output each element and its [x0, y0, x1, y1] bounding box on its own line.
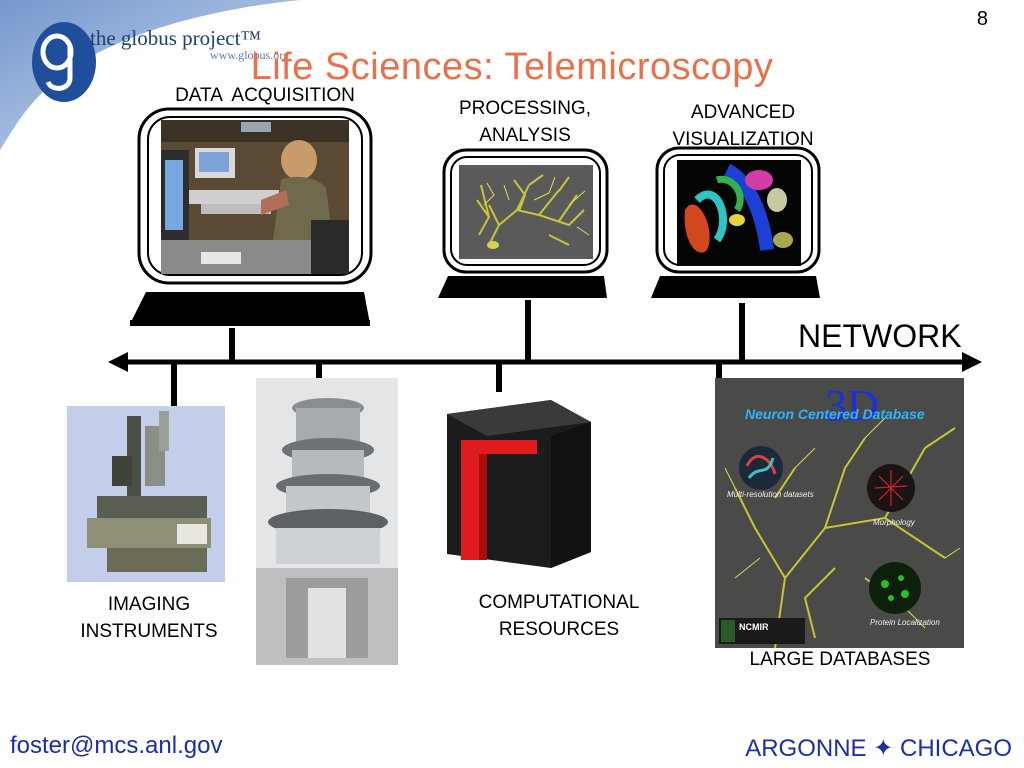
logo-url: www.globus.org	[210, 48, 290, 62]
poster-caption-datasets: Multi-resolution datasets	[727, 490, 814, 499]
processing-neuron-image	[459, 165, 593, 259]
label-processing: PROCESSING, ANALYSIS	[420, 95, 630, 149]
label-processing-line2: ANALYSIS	[479, 125, 571, 146]
label-data-acquisition-line1: DATA ACQUISITION	[175, 85, 355, 106]
database-poster: 3D Neuron Centered Database Multi-resolu…	[715, 378, 964, 648]
label-imaging-line2: INSTRUMENTS	[80, 621, 218, 642]
label-visualization-line2: VISUALIZATION	[672, 129, 814, 150]
label-visualization: ADVANCED VISUALIZATION	[640, 99, 846, 153]
poster-caption-morphology: Morphology	[873, 518, 915, 527]
network-bus	[108, 352, 982, 372]
logo-name: the globus project™	[90, 26, 262, 50]
visualization-3d-image	[677, 160, 801, 266]
network-label: NETWORK	[798, 318, 962, 354]
poster-3d-heading: 3D	[825, 381, 879, 430]
label-visualization-line1: ADVANCED	[690, 102, 796, 123]
poster-caption-protein: Protein Localization	[870, 618, 940, 627]
label-databases-line1: LARGE DATABASES	[749, 649, 931, 670]
footer-org: ARGONNE ✦ CHICAGO	[745, 735, 1012, 762]
label-imaging-instruments: IMAGING INSTRUMENTS	[50, 591, 248, 645]
label-large-databases: LARGE DATABASES	[715, 646, 965, 673]
footer-email: foster@mcs.anl.gov	[10, 732, 223, 759]
electron-microscope-photo	[67, 406, 225, 582]
label-imaging-line1: IMAGING	[107, 594, 191, 615]
label-data-acquisition: DATA ACQUISITION	[110, 82, 420, 109]
slide-number: 8	[976, 8, 988, 30]
supercomputer-image	[441, 392, 597, 570]
slide-title: Life Sciences: Telemicroscopy	[250, 46, 774, 88]
poster-heading: Neuron Centered Database	[745, 406, 925, 422]
globus-logo-icon	[32, 22, 96, 102]
label-processing-line1: PROCESSING,	[459, 98, 591, 119]
poster-badge: NCMIR	[739, 622, 769, 632]
label-computational-line2: RESOURCES	[498, 619, 620, 640]
label-computational-resources: COMPUTATIONAL RESOURCES	[440, 589, 678, 643]
label-computational-line1: COMPUTATIONAL	[478, 592, 640, 613]
data-acquisition-photo	[161, 120, 349, 274]
microscope-tower-photo	[256, 378, 398, 665]
